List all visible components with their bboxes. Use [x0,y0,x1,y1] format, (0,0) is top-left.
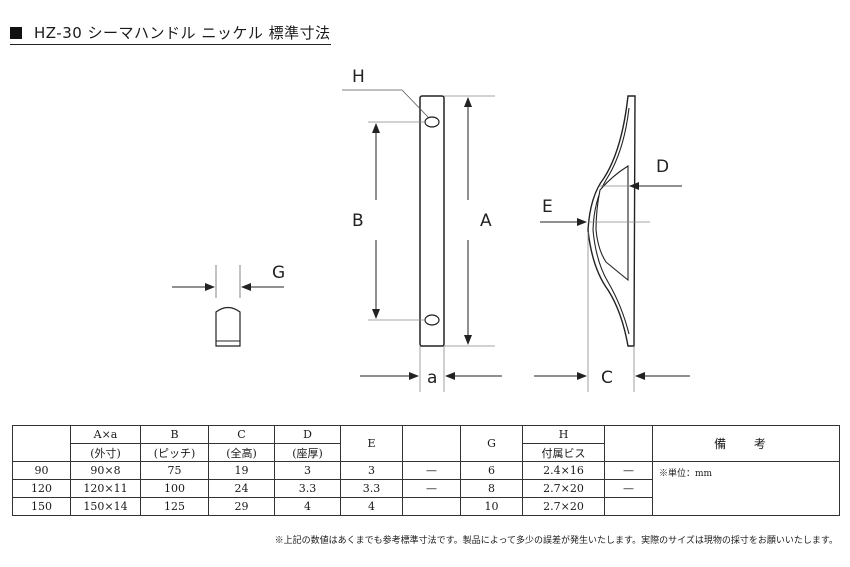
header-cell: (座厚) [274,443,341,462]
header-cell: A×a [70,425,141,444]
table-cell: 24 [208,479,275,498]
table-cell: 4 [340,497,403,516]
table-cell: 90 [12,461,71,480]
table-cell: 90×8 [70,461,141,480]
table-cell: 10 [460,497,523,516]
remarks-header: 備 考 [652,425,840,462]
header-cell [402,425,461,462]
table-row: 120 120×11 100 24 3.3 3.3 — 8 2.7×20 — [12,479,840,498]
front-view: H B A a [342,67,502,392]
table-cell: 100 [140,479,209,498]
footnote: ※上記の数値はあくまでも参考標準寸法です。製品によって多少の誤差が発生いたします… [274,536,838,546]
table-cell [604,497,653,516]
header-cell: 付属ビス [522,443,605,462]
table-cell: 3.3 [274,479,341,498]
table-cell: 2.4×16 [522,461,605,480]
table-cell: 120 [12,479,71,498]
table-row: 90 90×8 75 19 3 3 — 6 2.4×16 — ※単位：mm [12,461,840,516]
label-e: E [542,197,553,217]
table-cell: 4 [274,497,341,516]
header-row-1: A×a B C D E G H 備 考 [12,425,840,462]
table-cell: 8 [460,479,523,498]
spec-table: A×a B C D E G H 備 考 (外寸) (ピッチ) (全高) (座厚)… [12,425,840,516]
table-row: 150 150×14 125 29 4 4 10 2.7×20 [12,497,840,516]
side-view: D E C [534,95,690,392]
header-cell: H [522,425,605,444]
table-cell: 125 [140,497,209,516]
table-cell: 3 [340,461,403,480]
table-cell: — [604,479,653,498]
table-cell: 6 [460,461,523,480]
table-cell: — [402,461,461,480]
label-c: C [601,368,613,388]
table-cell: 150 [12,497,71,516]
table-cell [402,497,461,516]
table-cell: 2.7×20 [522,479,605,498]
header-cell: B [140,425,209,444]
header-cell [604,425,653,462]
label-a-small: a [427,368,437,388]
header-cell: (ピッチ) [140,443,209,462]
square-bullet-icon [10,27,22,39]
label-b: B [352,211,364,231]
table-cell: 19 [208,461,275,480]
label-d: D [656,157,669,177]
label-h: H [352,67,365,87]
label-g: G [272,263,285,283]
header-cell: E [340,425,403,462]
header-cell [12,425,71,462]
table-cell: — [604,461,653,480]
table-cell: 75 [140,461,209,480]
page-title: HZ-30 シーマハンドル ニッケル 標準寸法 [10,22,331,45]
technical-drawing: G H B A a [172,67,690,392]
table-cell: — [402,479,461,498]
header-cell: (全高) [208,443,275,462]
table-cell: 150×14 [70,497,141,516]
table-cell: 3 [274,461,341,480]
remarks-cell: ※単位：mm [652,461,840,516]
label-a: A [480,211,492,231]
title-text: HZ-30 シーマハンドル ニッケル 標準寸法 [34,24,331,42]
table-cell: 120×11 [70,479,141,498]
end-view: G [172,263,285,347]
table-cell: 29 [208,497,275,516]
header-cell: G [460,425,523,462]
header-cell: C [208,425,275,444]
table-cell: 3.3 [340,479,403,498]
table-cell: 2.7×20 [522,497,605,516]
header-cell: (外寸) [70,443,141,462]
header-cell: D [274,425,341,444]
